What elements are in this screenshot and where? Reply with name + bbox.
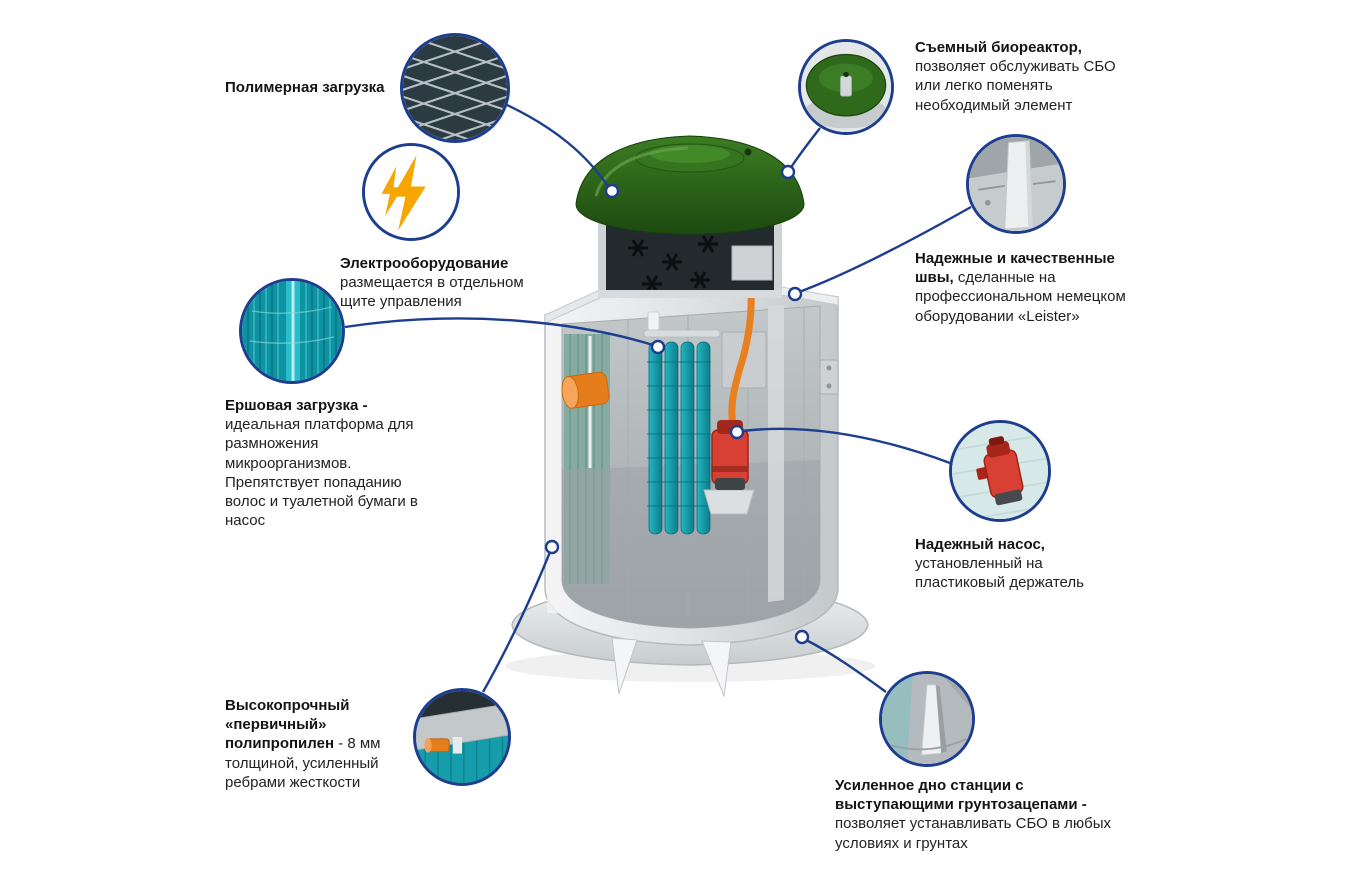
dot-seams (787, 286, 803, 302)
outlet-pipe (561, 371, 610, 409)
connector-lines (344, 102, 972, 693)
connector-seams (798, 205, 972, 294)
tank-illustration (505, 135, 875, 698)
connector-bioreactor (788, 127, 821, 170)
lightning-icon-bubble (362, 143, 460, 241)
dot-polymer (604, 183, 620, 199)
pump-bubble (949, 420, 1051, 522)
pump-label: Надежный насос, установленный на пластик… (915, 535, 1130, 593)
weld-seam-icon (969, 137, 1063, 231)
connector-brush (344, 317, 654, 347)
dot-bottom (794, 629, 810, 645)
wall-cutaway-icon (416, 691, 508, 783)
bottom-label: Усиленное дно станции с выступающими гру… (835, 776, 1135, 853)
electro-label-body: размещается в отдельном щите управления (340, 274, 524, 311)
brush-label: Ершовая загрузка - идеальная платформа д… (225, 396, 445, 530)
wall-clamp (819, 359, 839, 395)
polymer-media-bubble (400, 33, 510, 143)
bottom-bubble (879, 671, 975, 767)
green-lid-icon (801, 42, 891, 132)
connector-polyprop (481, 551, 552, 693)
dot-bioreactor (780, 164, 796, 180)
electro-label: Электрооборудование размещается в отдель… (340, 254, 545, 312)
polyprop-label-body: - 8 мм толщиной, усиленный ребрами жестк… (225, 735, 381, 791)
dot-brush (650, 339, 666, 355)
wall-cutaway-bubble (413, 688, 511, 786)
brush-hanger (647, 311, 660, 331)
dot-pump (729, 424, 745, 440)
brush-rail (643, 329, 721, 338)
pump-label-body: установленный на пластиковый держатель (915, 555, 1084, 592)
ribbed-bottom-icon (882, 674, 972, 764)
brush-texture-icon (242, 281, 342, 381)
dot-polyprop (544, 539, 560, 555)
ground-fin-left (611, 637, 638, 695)
polymer-label-title: Полимерная загрузка (225, 79, 385, 96)
bioreactor-bubble (798, 39, 894, 135)
green-lid (575, 135, 805, 235)
brush-label-title: Ершовая загрузка - (225, 397, 368, 414)
red-pump-icon (952, 423, 1048, 519)
bioreactor-label: Съемный биореактор, позволяет обслуживат… (915, 38, 1145, 115)
bioreactor-media (628, 235, 718, 293)
bottom-label-body: позволяет устанавливать СБО в любых усло… (835, 815, 1112, 852)
water-shading (562, 460, 820, 628)
polymer-label: Полимерная загрузка (225, 78, 415, 97)
brush-label-body: идеальная платформа для размножения микр… (225, 416, 418, 530)
ground-fin-right (701, 640, 732, 698)
brush-media-columns (643, 311, 721, 535)
polyprop-label-title: Высокопрочный «первичный» полипропилен (225, 697, 350, 753)
seams-label-body: сделанные на профессиональном немецком о… (915, 269, 1126, 325)
divider-plate (768, 305, 784, 602)
seams-label: Надежные и качественные швы, сделанные н… (915, 249, 1155, 326)
left-wall-highlight (547, 318, 561, 613)
lightning-icon (365, 146, 457, 238)
pump-label-title: Надежный насос, (915, 536, 1045, 553)
bioreactor-label-title: Съемный биореактор, (915, 39, 1082, 56)
bioreactor-label-body: позволяет обслуживать СБО или легко поме… (915, 58, 1116, 114)
bottom-label-title: Усиленное дно станции с выступающими гру… (835, 777, 1087, 814)
connector-pump (741, 427, 951, 465)
seam-bubble (966, 134, 1066, 234)
electro-label-title: Электрооборудование (340, 255, 509, 272)
brush-media-bubble (239, 278, 345, 384)
seams-label-title: Надежные и качественные швы, (915, 250, 1115, 287)
mesh-texture-icon (403, 36, 507, 140)
connector-dots (544, 164, 810, 645)
connector-bottom (805, 638, 887, 693)
polyprop-label: Высокопрочный «первичный» полипропилен -… (225, 696, 415, 792)
connector-polymer (504, 102, 611, 189)
pump-assembly (703, 420, 755, 515)
